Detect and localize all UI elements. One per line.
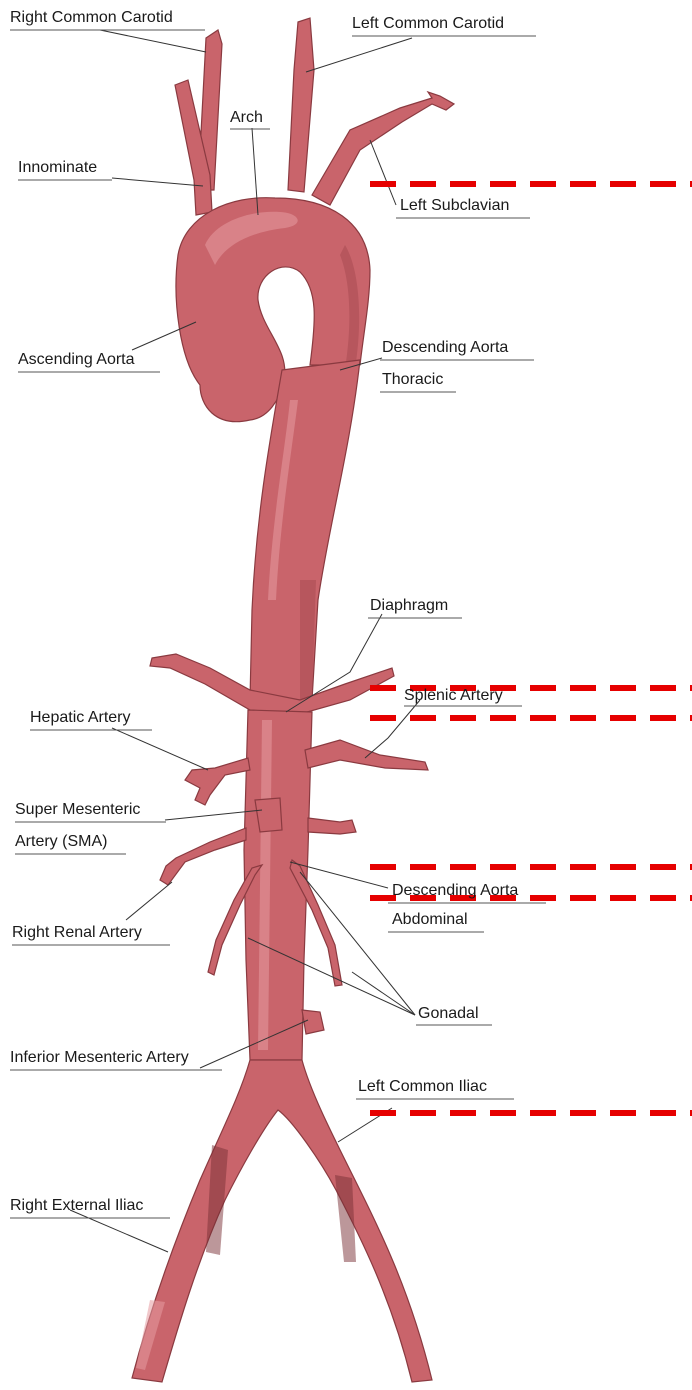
label-left-common-carotid: Left Common Carotid — [352, 15, 504, 32]
label-innominate: Innominate — [18, 159, 97, 176]
label-right-external-iliac: Right External Iliac — [10, 1197, 143, 1214]
label-inferior-mesenteric: Inferior Mesenteric Artery — [10, 1049, 189, 1066]
marker-lines — [370, 184, 692, 1113]
label-sma-2: Artery (SMA) — [15, 833, 107, 850]
label-descending-thoracic-1: Descending Aorta — [382, 339, 508, 356]
label-left-subclavian: Left Subclavian — [400, 197, 509, 214]
label-gonadal: Gonadal — [418, 1005, 479, 1022]
label-descending-abdominal-2: Abdominal — [392, 911, 468, 928]
left-common-carotid-vessel — [288, 18, 314, 192]
left-renal-vessel — [308, 818, 356, 834]
label-ascending-aorta: Ascending Aorta — [18, 351, 135, 368]
label-descending-abdominal-1: Descending Aorta — [392, 882, 518, 899]
iliac-bifurcation-vessel — [132, 1060, 432, 1382]
label-arch: Arch — [230, 109, 263, 126]
label-left-common-iliac: Left Common Iliac — [358, 1078, 487, 1095]
label-right-common-carotid: Right Common Carotid — [10, 9, 173, 26]
label-sma-1: Super Mesenteric — [15, 801, 140, 818]
label-splenic-artery: Splenic Artery — [404, 687, 503, 704]
splenic-artery-vessel — [305, 740, 428, 770]
hepatic-artery-vessel — [185, 758, 250, 805]
right-renal-vessel — [160, 828, 246, 885]
left-subclavian-vessel — [312, 92, 454, 205]
label-diaphragm: Diaphragm — [370, 597, 448, 614]
label-right-renal-artery: Right Renal Artery — [12, 924, 142, 941]
sma-vessel — [255, 798, 282, 832]
label-hepatic-artery: Hepatic Artery — [30, 709, 130, 726]
inferior-mesenteric-vessel — [302, 1010, 324, 1034]
label-descending-thoracic-2: Thoracic — [382, 371, 443, 388]
